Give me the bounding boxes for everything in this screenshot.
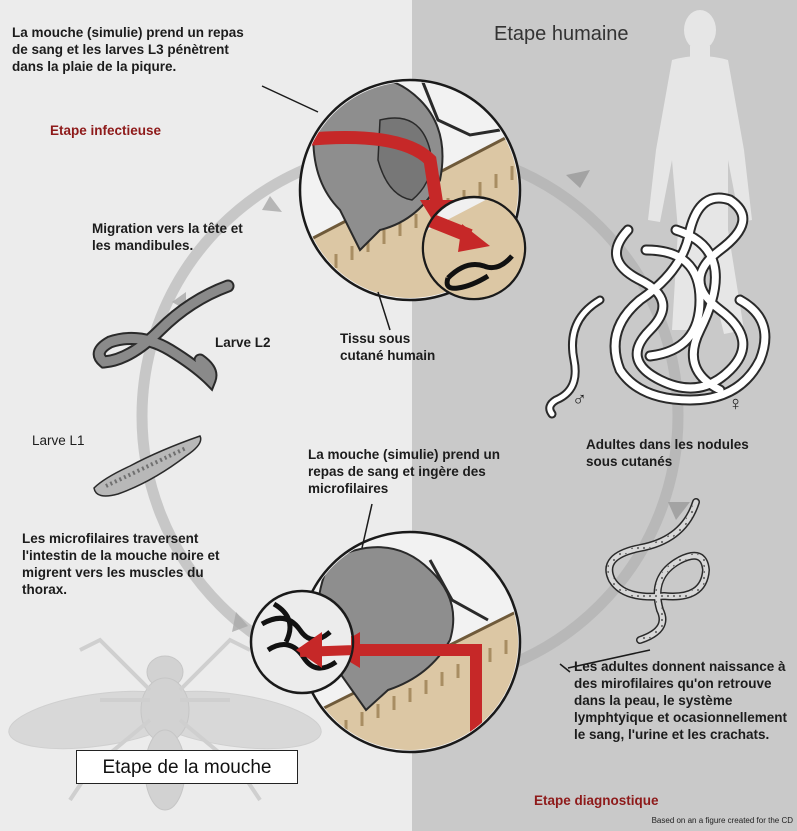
fly-stage-title: Etape de la mouche [76, 750, 298, 784]
tissue-label: Tissu sous cutané humain [340, 330, 450, 364]
larva-l2-label: Larve L2 [215, 334, 271, 351]
migration-label: Migration vers la tête et les mandibules… [92, 220, 252, 254]
bite-l3-label: La mouche (simulie) prend un repas de sa… [12, 24, 247, 75]
adults-give-birth-label: Les adultes donnent naissance à des miro… [574, 658, 796, 743]
larva-l1-label: Larve L1 [32, 432, 85, 449]
female-symbol: ♀ [728, 396, 743, 413]
credit-text: Based on an a figure created for the CD [652, 812, 793, 829]
microfilariae-traverse-label: Les microfilaires traversent l'intestin … [22, 530, 252, 598]
adults-nodules-label: Adultes dans les nodules sous cutanés [586, 436, 776, 470]
human-stage-title: Etape humaine [494, 26, 629, 43]
male-symbol: ♂ [572, 392, 587, 409]
infectious-stage-label: Etape infectieuse [50, 122, 161, 139]
fly-ingests-label: La mouche (simulie) prend un repas de sa… [308, 446, 508, 497]
diagnostic-stage-label: Etape diagnostique [534, 792, 659, 809]
